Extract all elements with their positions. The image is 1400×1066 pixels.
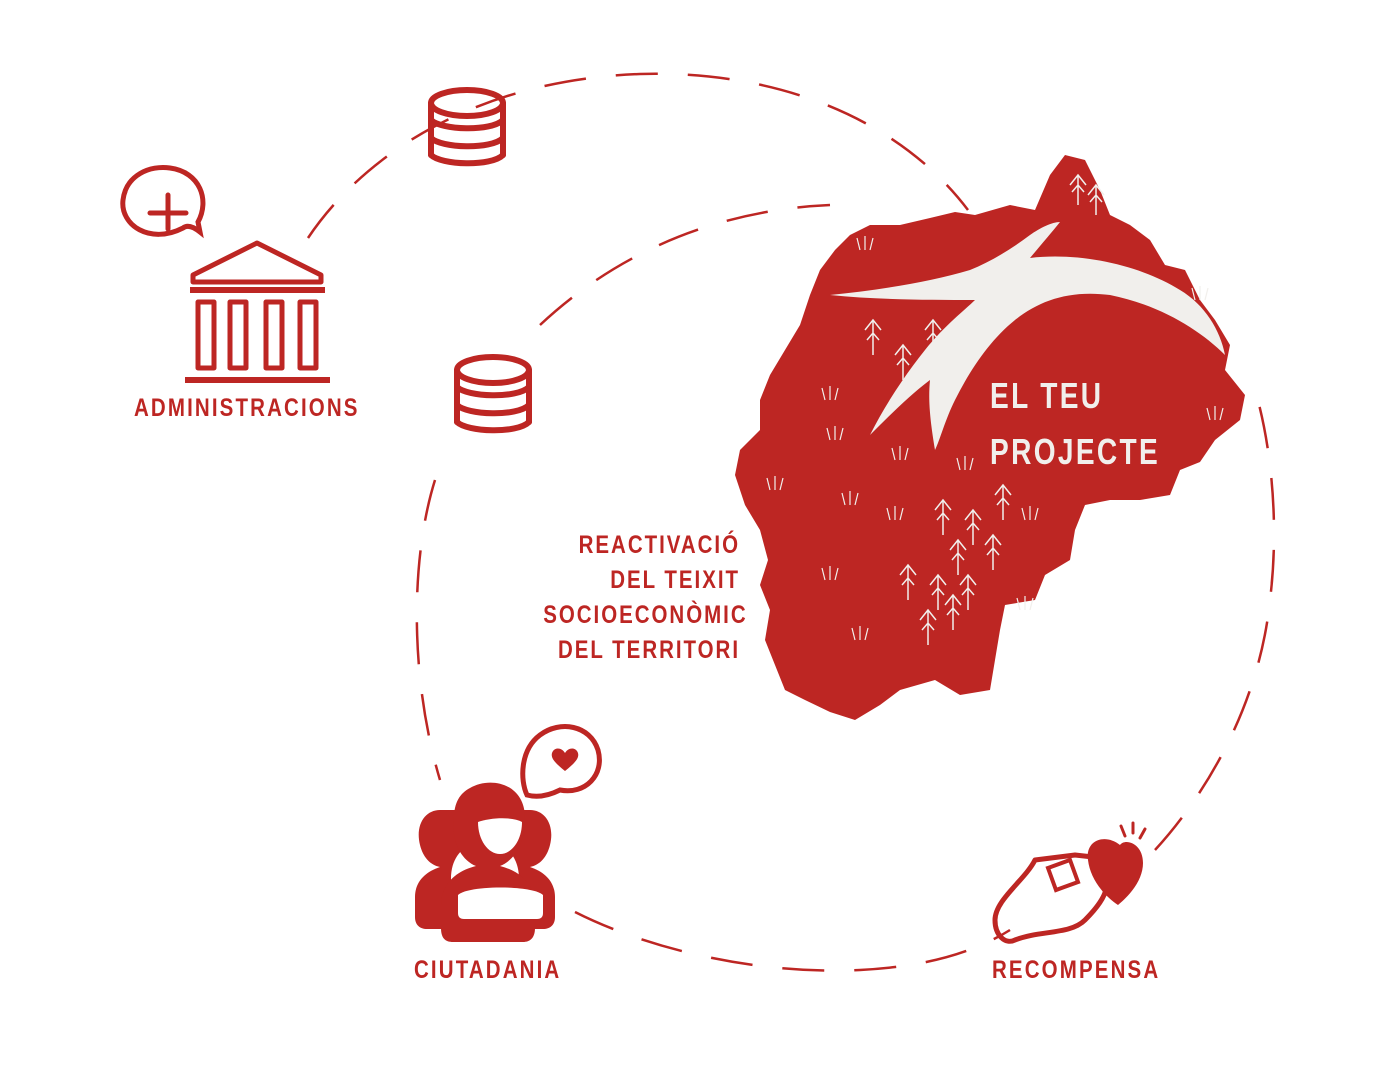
central-text-line: SOCIOECONÒMIC [543, 601, 748, 629]
flow-arc-admin-to-project [306, 72, 969, 239]
citizens-label: CIUTADANIA [414, 956, 562, 984]
central-text-line: DEL TEIXIT [610, 566, 740, 594]
heart-speech-bubble-icon [520, 724, 602, 799]
project-title-line: EL TEU [990, 375, 1104, 416]
tree-decorations [864, 173, 1105, 645]
reward-label: RECOMPENSA [992, 956, 1161, 984]
coin-stack-icon [454, 354, 532, 434]
people-group-icon [415, 782, 555, 942]
flow-circle-dashed [415, 203, 1276, 972]
plus-speech-bubble-icon [120, 164, 206, 239]
coin-stack-icon [428, 87, 506, 167]
swallow-bird-icon [830, 222, 1225, 450]
project-title: EL TEU PROJECTE [990, 368, 1208, 480]
central-text-line: DEL TERRITORI [557, 636, 740, 664]
central-text: REACTIVACIÓ DEL TEIXIT SOCIOECONÒMIC DEL… [500, 528, 748, 668]
grass-decorations [766, 236, 1224, 641]
hand-giving-heart-icon [992, 821, 1147, 944]
government-building-icon [185, 240, 330, 383]
central-text-line: REACTIVACIÓ [578, 531, 740, 559]
administrations-label: ADMINISTRACIONS [134, 394, 360, 422]
project-title-line: PROJECTE [990, 431, 1161, 472]
